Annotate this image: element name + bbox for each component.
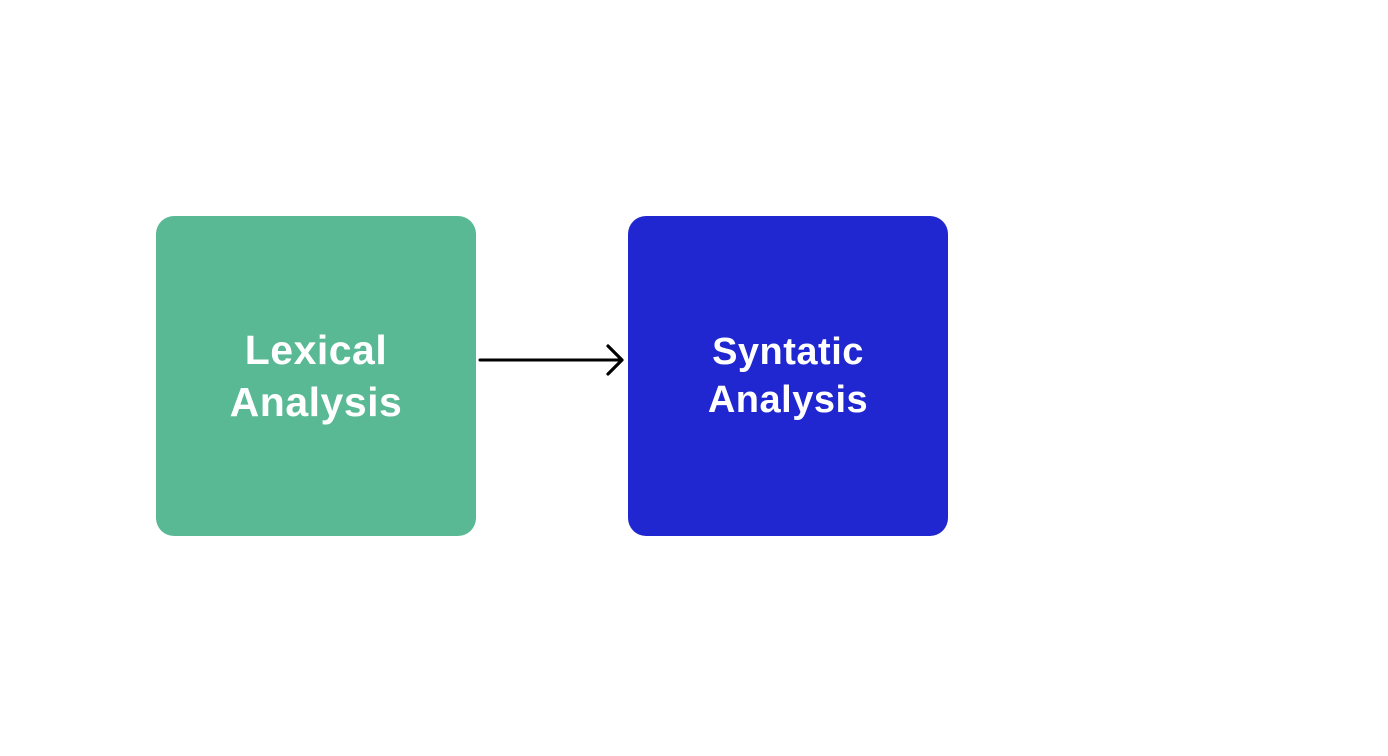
syntatic-analysis-node: Syntatic Analysis <box>628 216 948 536</box>
lexical-analysis-label-line-1: Lexical <box>244 327 388 373</box>
lexical-analysis-label: Lexical Analysis <box>230 324 403 428</box>
arrow-head-icon <box>606 344 624 376</box>
syntatic-analysis-label: Syntatic Analysis <box>708 328 868 424</box>
syntatic-analysis-label-line-2: Analysis <box>707 379 869 421</box>
lexical-analysis-node: Lexical Analysis <box>156 216 476 536</box>
lexical-analysis-label-line-2: Analysis <box>229 379 403 425</box>
syntatic-analysis-label-line-1: Syntatic <box>712 331 864 373</box>
lexical-to-syntatic-arrow <box>478 344 624 376</box>
